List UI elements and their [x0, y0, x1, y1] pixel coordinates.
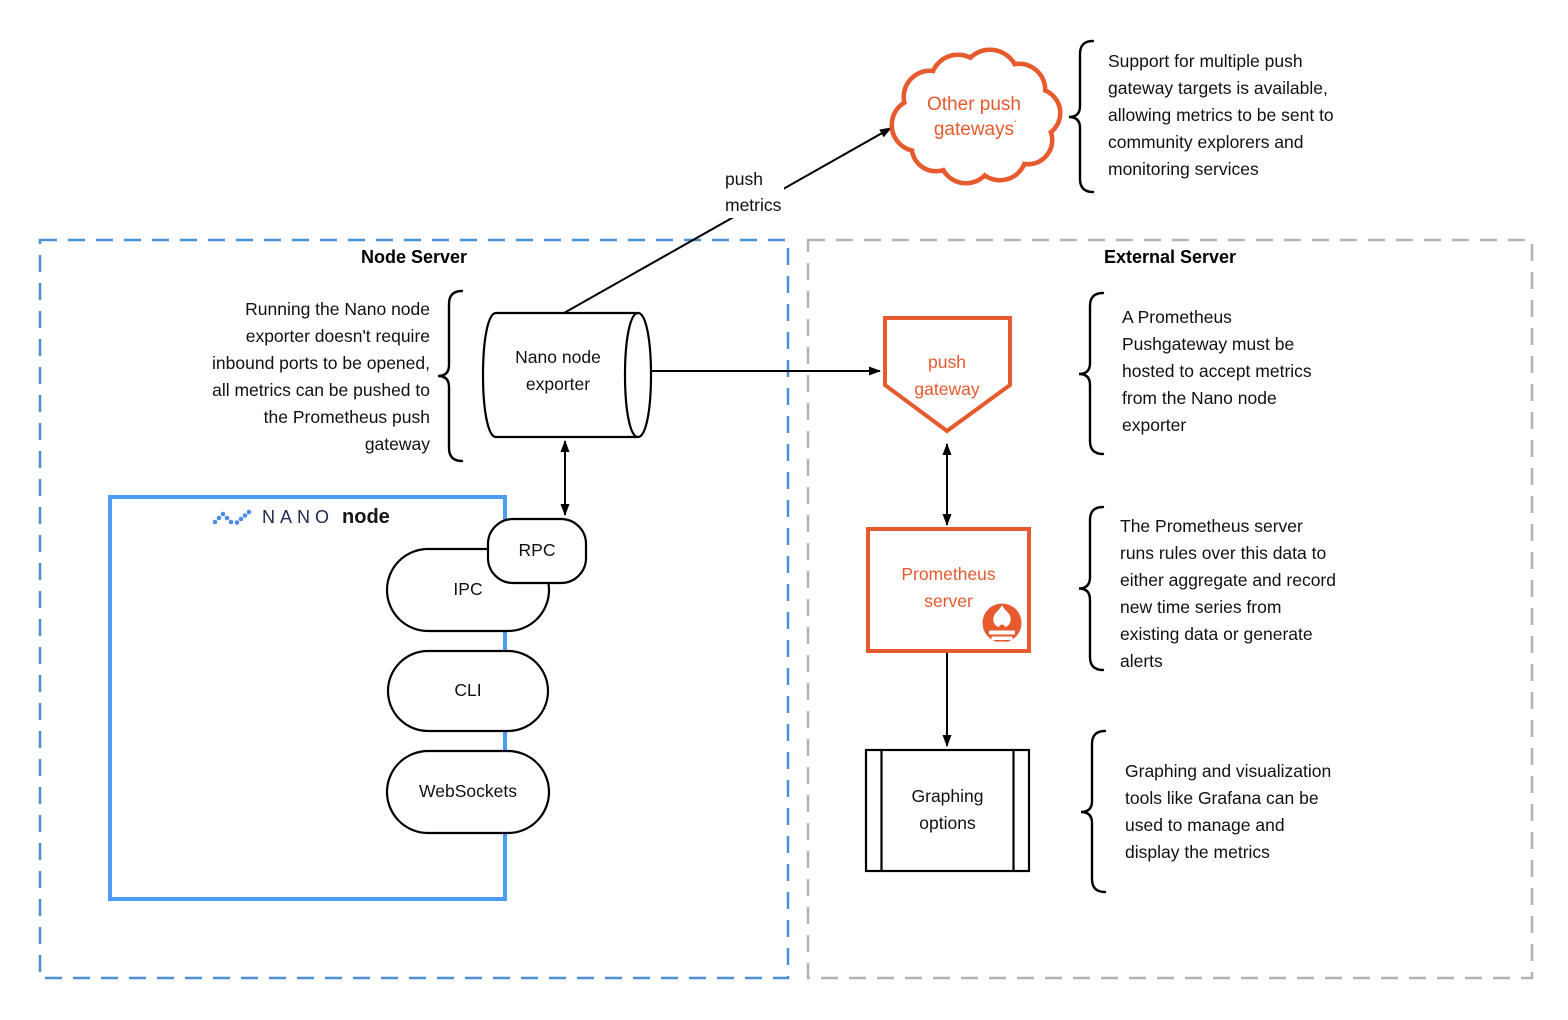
cloud-shape — [889, 47, 1063, 186]
nano-node-text: node — [342, 505, 390, 528]
node-server-title: Node Server — [360, 247, 468, 267]
rpc-label: RPC — [518, 540, 556, 560]
websockets-shape — [385, 749, 551, 835]
graphing-options-shape — [864, 748, 1031, 873]
websockets-label: WebSockets — [419, 781, 517, 801]
exporter-annotation: Running the Nano node exporter doesn't r… — [212, 299, 430, 454]
ipc-label: IPC — [453, 579, 483, 599]
external-server-title: External Server — [1103, 247, 1237, 267]
brace-pushgateway-note — [1078, 291, 1105, 456]
push-gateway-shape — [883, 316, 1012, 434]
cloud-label: Other push gateways — [927, 94, 1021, 140]
graphing-annotation: Graphing and visualization tools like Gr… — [1125, 761, 1332, 862]
nano-brand-row: NANO node — [212, 503, 390, 531]
push-gateway-annotation: A Prometheus Pushgateway must be hosted … — [1122, 307, 1312, 435]
arrow-exporter-to-cloud — [563, 127, 892, 314]
prometheus-annotation: The Prometheus server runs rules over th… — [1120, 516, 1336, 671]
exporter-label: Nano node exporter — [515, 347, 601, 394]
node-server-container — [38, 238, 790, 980]
brace-cloud-note — [1068, 39, 1095, 194]
prometheus-logo-icon — [982, 603, 1022, 645]
nano-logo-icon — [212, 509, 252, 525]
nano-brand-text: NANO — [262, 506, 335, 527]
cloud-annotation: Support for multiple push gateway target… — [1108, 51, 1334, 179]
brace-exporter-note — [437, 289, 464, 463]
brace-graphing-note — [1080, 729, 1107, 894]
push-metrics-label: push metrics — [722, 166, 785, 218]
cli-shape — [386, 649, 550, 733]
exporter-shape — [481, 311, 653, 439]
rpc-shape — [486, 517, 588, 585]
brace-prometheus-note — [1078, 505, 1105, 672]
graphing-options-label: Graphing options — [911, 786, 984, 833]
push-gateway-label: push gateway — [914, 352, 980, 399]
prometheus-server-label: Prometheus server — [901, 564, 996, 611]
cli-label: CLI — [454, 680, 482, 700]
external-server-container — [806, 238, 1534, 980]
